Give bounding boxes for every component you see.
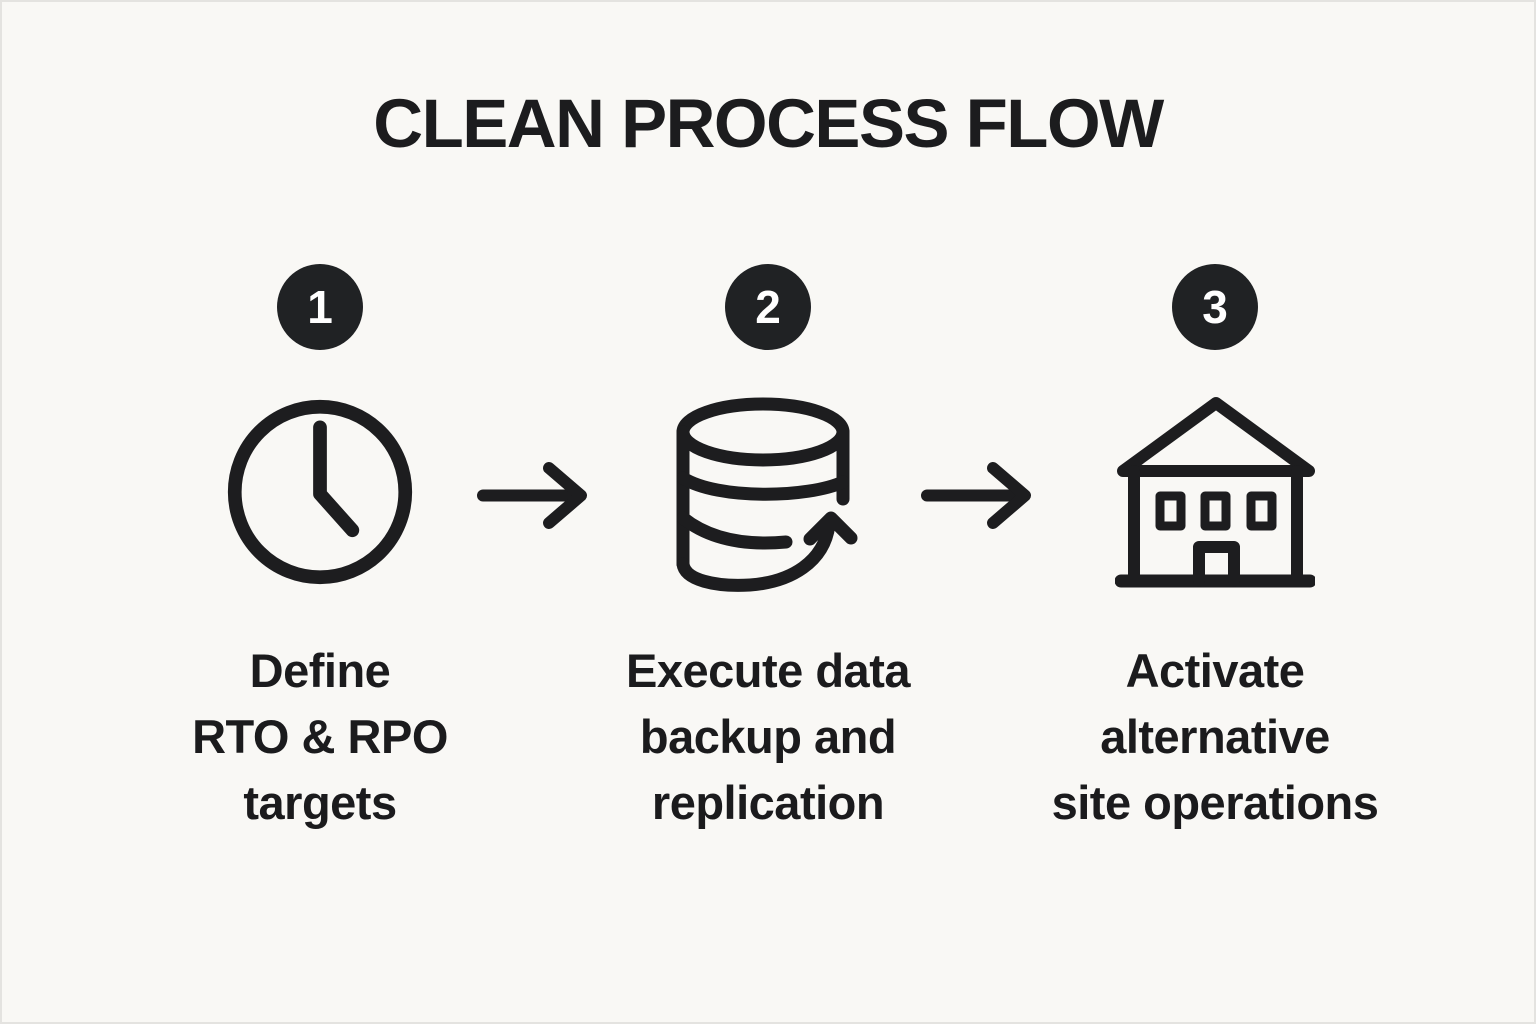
clock-icon — [222, 392, 418, 592]
arrow-right-icon — [477, 459, 599, 537]
building-icon — [1115, 392, 1315, 592]
step-1-label: Define RTO & RPO targets — [192, 638, 448, 836]
step-label-line: Execute data — [626, 644, 910, 697]
step-number: 3 — [1202, 281, 1228, 333]
step-label-line: Define — [249, 644, 391, 697]
step-label-line: targets — [243, 776, 397, 829]
step-number: 1 — [307, 281, 333, 333]
step-1-number-badge: 1 — [277, 264, 363, 350]
step-label-line: site operations — [1051, 776, 1379, 829]
step-2-number-badge: 2 — [725, 264, 811, 350]
database-replication-icon — [673, 392, 863, 592]
page-title: CLEAN PROCESS FLOW — [373, 85, 1164, 162]
step-label-line: replication — [651, 776, 885, 829]
arrow-right-icon — [921, 459, 1043, 537]
step-3-label: Activate alternative site operations — [1052, 638, 1379, 836]
step-number: 2 — [755, 281, 781, 333]
step-2-label: Execute data backup and replication — [626, 638, 910, 836]
step-label-line: Activate — [1125, 644, 1305, 697]
step-1-column: 1 Define RTO & RPO targets — [100, 264, 540, 836]
step-label-line: alternative — [1100, 710, 1330, 763]
step-3-number-badge: 3 — [1172, 264, 1258, 350]
step-label-line: backup and — [639, 710, 897, 763]
step-2-column: 2 Execute data backup and replication — [548, 264, 988, 836]
step-3-column: 3 Activate alternative site operations — [995, 264, 1435, 836]
step-label-line: RTO & RPO — [192, 710, 448, 763]
